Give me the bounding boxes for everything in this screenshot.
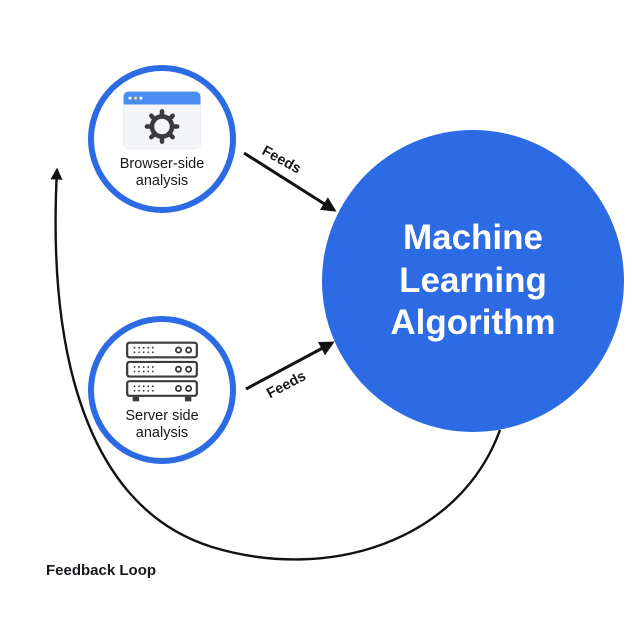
ml-algorithm-node: Machine Learning Algorithm: [322, 130, 624, 432]
feedback-loop-label: Feedback Loop: [46, 562, 157, 579]
feeds-label-top: Feeds: [259, 143, 304, 178]
browser-analysis-node: Browser-side analysis: [88, 65, 236, 213]
ml-algorithm-label: Machine Learning Algorithm: [390, 217, 556, 343]
server-analysis-label: Server side analysis: [125, 408, 199, 441]
gear-icon: [144, 109, 180, 145]
server-analysis-node: Server side analysis: [88, 316, 236, 464]
feeds-label-bottom: Feeds: [264, 368, 309, 403]
browser-analysis-label: Browser-side analysis: [119, 156, 205, 189]
browser-gear-icon: [122, 91, 202, 150]
server-stack-icon: [126, 341, 198, 402]
